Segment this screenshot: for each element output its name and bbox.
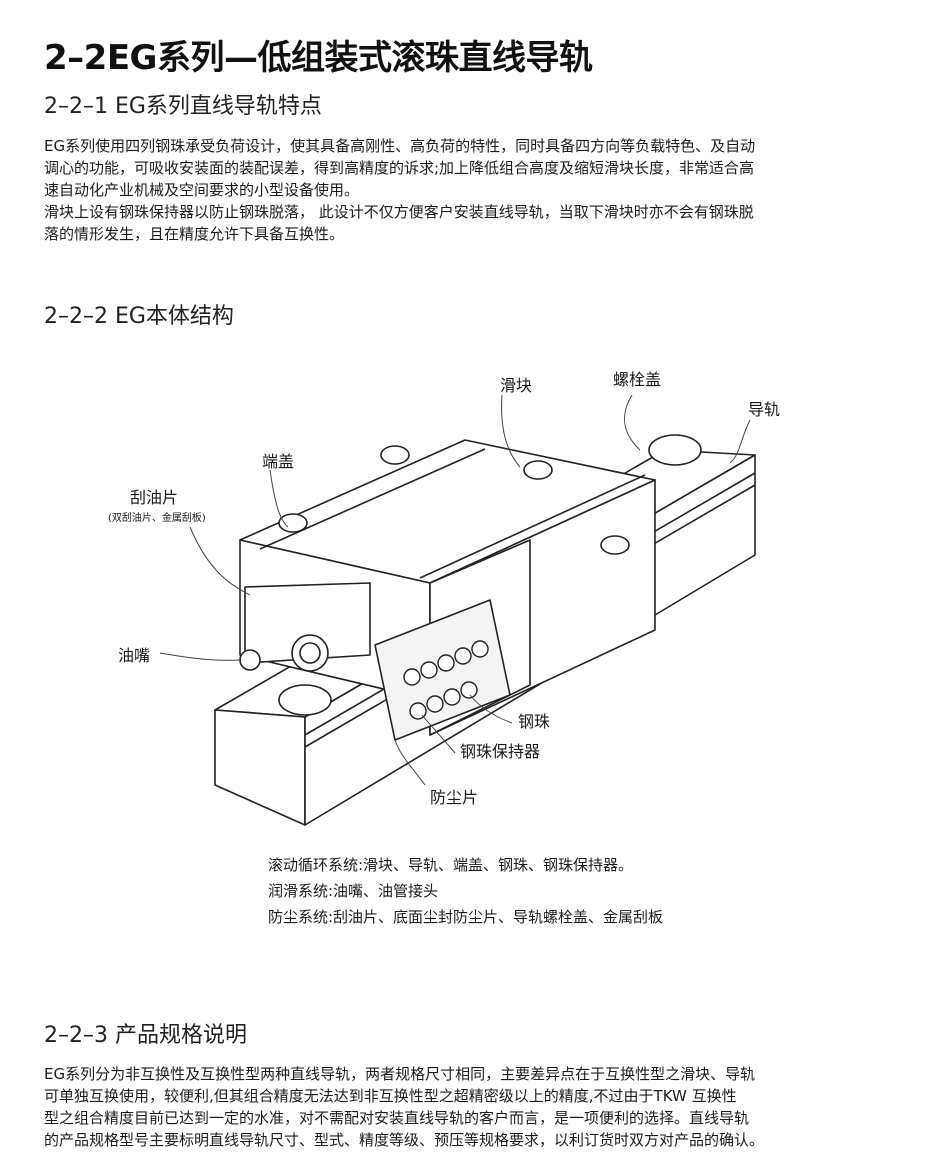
text-line: EG系列分为非互换性及互换性型两种直线导轨，两者规格尺寸相同，主要差异点在于互换… xyxy=(44,1065,756,1083)
text-line: 型之组合精度目前已达到一定的水准，对不需配对安装直线导轨的客户而言，是一项便利的… xyxy=(44,1109,750,1127)
page-title: 2–2EG系列—低组装式滚珠直线导轨 xyxy=(44,38,593,78)
text-line: 速自动化产业机械及空间要求的小型设备使用。 xyxy=(44,181,360,199)
spec-paragraph: EG系列分为非互换性及互换性型两种直线导轨，两者规格尺寸相同，主要差异点在于互换… xyxy=(44,1063,894,1151)
text-line: 调心的功能，可吸收安装面的装配误差，得到高精度的诉求;加上降低组合高度及缩短滑块… xyxy=(44,159,755,177)
label-ball: 钢珠 xyxy=(518,712,550,731)
label-dust-seal: 防尘片 xyxy=(430,788,478,807)
grease-nipple xyxy=(239,649,261,671)
system-list: 滚动循环系统:滑块、导轨、端盖、钢珠、钢珠保持器。 润滑系统:油嘴、油管接头 防… xyxy=(268,852,663,930)
slider-bolt-hole xyxy=(600,535,630,555)
system-lubrication: 润滑系统:油嘴、油管接头 xyxy=(268,882,439,900)
system-rolling: 滚动循环系统:滑块、导轨、端盖、钢珠、钢珠保持器。 xyxy=(268,856,634,874)
steel-ball xyxy=(471,640,489,658)
section-heading-features: 2–2–1 EG系列直线导轨特点 xyxy=(44,94,322,119)
rail-bolt-hole-back xyxy=(648,434,702,466)
label-bolt-cap: 螺栓盖 xyxy=(613,370,661,389)
slider-bolt-hole xyxy=(278,513,308,533)
steel-ball xyxy=(403,668,421,686)
label-scraper: 刮油片 xyxy=(130,488,178,507)
text-line: 的产品规格型号主要标明直线导轨尺寸、型式、精度等级、预压等规格要求，以利订货时双… xyxy=(44,1131,765,1149)
steel-ball xyxy=(460,681,478,699)
text-line: 落的情形发生，且在精度允许下具备互换性。 xyxy=(44,225,345,243)
section-heading-spec: 2–2–3 产品规格说明 xyxy=(44,1023,247,1048)
linear-guide-structure-diagram: 滑块 螺栓盖 导轨 端盖 刮油片 (双刮油片、金属刮板) 油嘴 钢珠 钢珠保持器… xyxy=(108,370,780,826)
text-line: EG系列使用四列钢珠承受负荷设计，使其具备高刚性、高负荷的特性，同时具备四方向等… xyxy=(44,137,756,155)
text-line: 可单独互换使用，较便利,但其组合精度无法达到非互换性型之超精密级以上的精度,不过… xyxy=(44,1087,737,1105)
rail-bolt-hole-front xyxy=(278,684,332,716)
slider-bolt-hole xyxy=(380,445,410,465)
label-rail: 导轨 xyxy=(748,400,780,419)
scraper-plate xyxy=(244,582,371,664)
steel-ball xyxy=(426,695,444,713)
steel-ball xyxy=(420,661,438,679)
features-paragraph: EG系列使用四列钢珠承受负荷设计，使其具备高刚性、高负荷的特性，同时具备四方向等… xyxy=(44,135,894,245)
slider-bolt-hole xyxy=(523,460,553,480)
label-scraper-note: (双刮油片、金属刮板) xyxy=(108,511,206,524)
steel-ball xyxy=(454,647,472,665)
system-dustproof: 防尘系统:刮油片、底面尘封防尘片、导轨螺栓盖、金属刮板 xyxy=(268,908,664,926)
steel-ball xyxy=(437,654,455,672)
label-ball-retainer: 钢珠保持器 xyxy=(460,742,540,761)
label-slider: 滑块 xyxy=(500,376,532,395)
text-line: 滑块上设有钢珠保持器以防止钢珠脱落， 此设计不仅方便客户安装直线导轨，当取下滑块… xyxy=(44,203,754,221)
rail-side-face xyxy=(214,709,306,826)
label-grease-nipple: 油嘴 xyxy=(118,646,150,665)
label-end-cap: 端盖 xyxy=(262,452,294,471)
section-heading-structure: 2–2–2 EG本体结构 xyxy=(44,304,234,329)
steel-ball xyxy=(443,688,461,706)
